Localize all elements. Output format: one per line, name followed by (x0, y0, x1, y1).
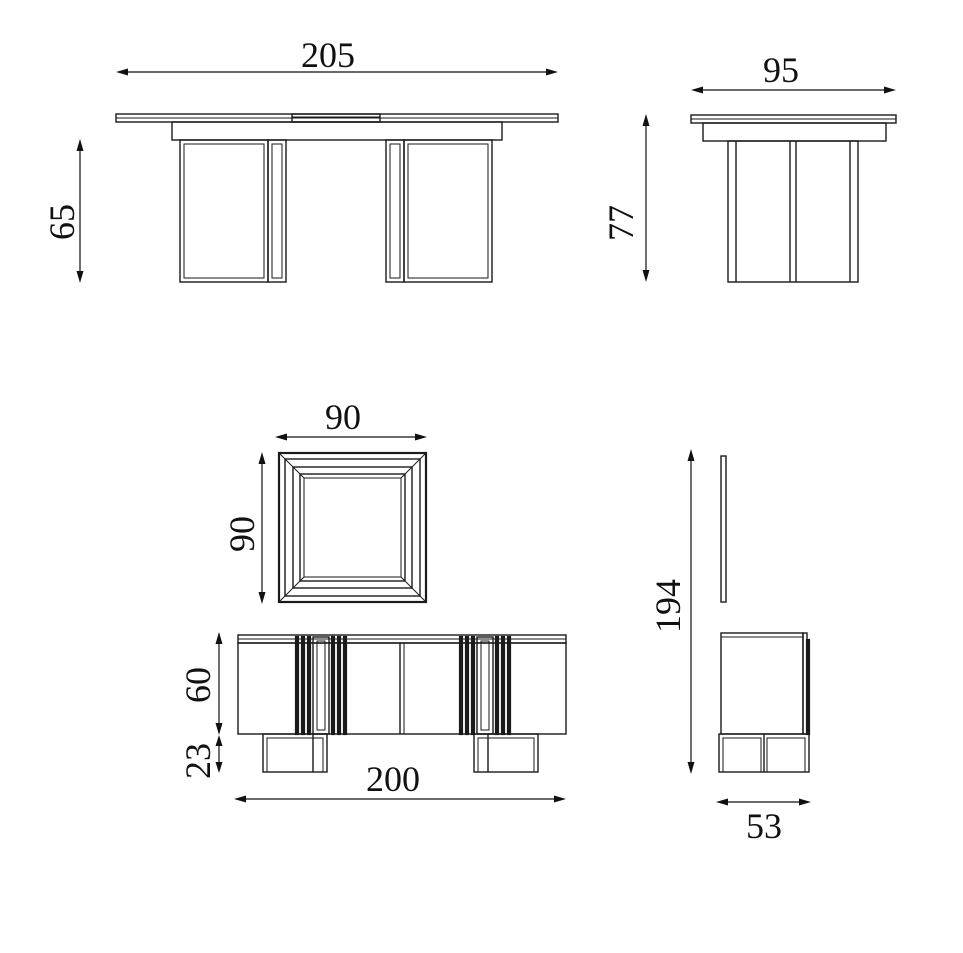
dim-mirror-height: 90 (222, 452, 266, 604)
mirror-front-view (277, 451, 428, 604)
dim-label-77: 77 (601, 205, 641, 241)
dim-table-length: 205 (116, 35, 558, 76)
dim-sideboard-leg-height: 23 (178, 735, 223, 779)
dim-label-200: 200 (366, 759, 420, 799)
dim-label-90-height: 90 (222, 516, 262, 552)
dim-table-side-height: 77 (601, 114, 650, 282)
sideboard-front-view (237, 634, 567, 773)
dim-label-90-width: 90 (325, 397, 361, 437)
dim-label-23: 23 (178, 743, 218, 779)
dim-label-65: 65 (42, 204, 82, 240)
dim-sideboard-body-height: 60 (178, 632, 223, 735)
dim-total-height: 194 (648, 449, 695, 774)
dim-mirror-width: 90 (275, 397, 427, 441)
dim-label-53: 53 (746, 806, 782, 846)
dim-sideboard-depth: 53 (716, 798, 811, 846)
dim-label-60: 60 (178, 667, 218, 703)
dim-table-side-width: 95 (691, 50, 896, 94)
dim-label-205: 205 (301, 35, 355, 75)
dim-table-height: 65 (42, 139, 84, 283)
sideboard-side-view (718, 455, 811, 773)
table-side-view (690, 114, 897, 283)
dim-label-194: 194 (648, 579, 688, 633)
table-front-view (115, 113, 559, 283)
dim-label-95: 95 (763, 50, 799, 90)
dim-sideboard-length: 200 (234, 759, 566, 803)
